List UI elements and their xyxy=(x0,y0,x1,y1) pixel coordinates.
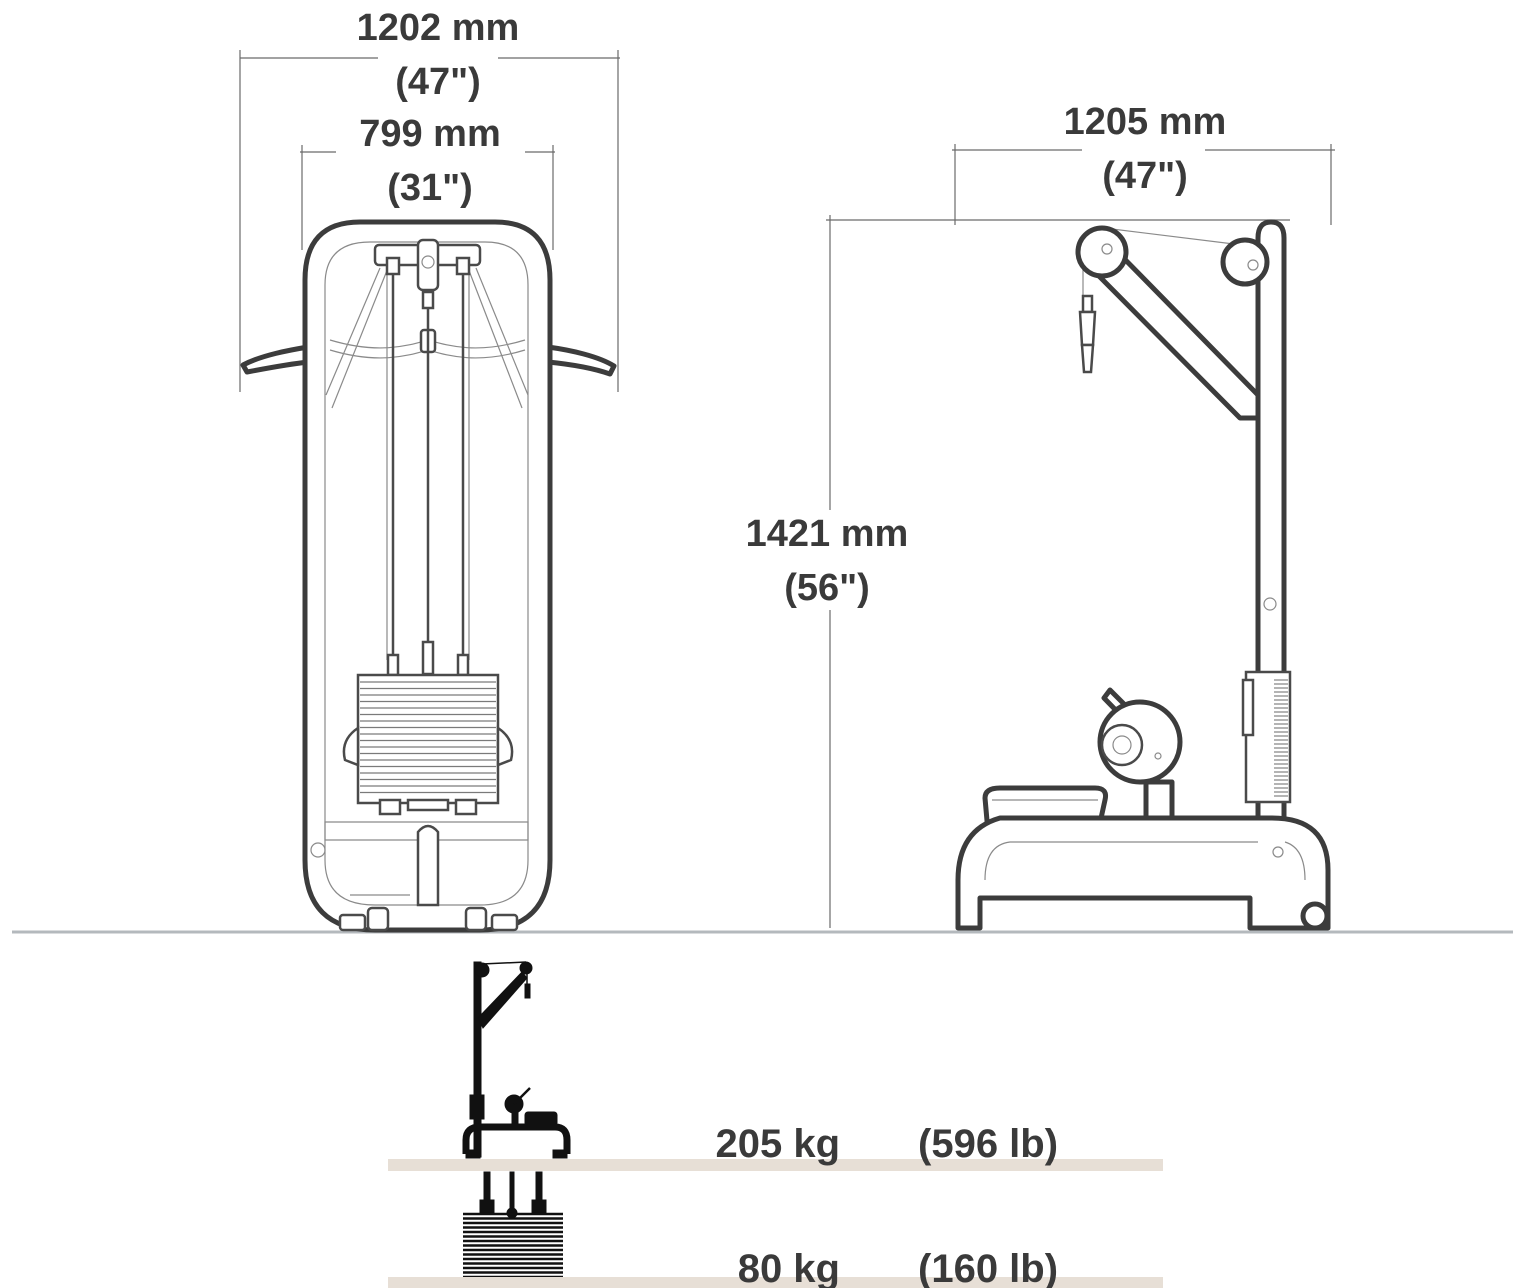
machine-weight-bar xyxy=(388,1159,1163,1171)
machine-weight-imperial: (596 lb) xyxy=(918,1122,1058,1166)
machine-weight-metric: 205 kg xyxy=(715,1122,840,1166)
depth-imperial-label: (47") xyxy=(1102,155,1188,197)
overall-width-metric-label: 1202 mm xyxy=(357,7,520,49)
side-view-machine xyxy=(955,219,1331,931)
depth-metric-label: 1205 mm xyxy=(1064,101,1227,143)
side-stack-lines xyxy=(1274,679,1288,797)
weight-stack-bar xyxy=(388,1277,1163,1288)
height-imperial-label: (56") xyxy=(784,567,870,609)
overall-width-imperial-label: (47") xyxy=(395,61,481,103)
height-dimension xyxy=(826,215,1290,928)
machine-silhouette-icon xyxy=(462,961,571,1159)
frame-width-dimension xyxy=(300,145,555,250)
overall-width-dimension xyxy=(239,50,620,392)
height-metric-label: 1421 mm xyxy=(746,513,909,555)
icon-stack-plates xyxy=(463,1212,563,1279)
weight-stack-icon xyxy=(463,1171,563,1279)
front-view-machine xyxy=(240,219,617,933)
front-stack-plates xyxy=(360,681,496,794)
weight-stack-imperial: (160 lb) xyxy=(918,1247,1058,1288)
frame-width-metric-label: 799 mm xyxy=(359,113,501,155)
weight-stack-metric: 80 kg xyxy=(738,1247,840,1288)
frame-width-imperial-label: (31") xyxy=(387,167,473,209)
depth-dimension xyxy=(952,144,1335,225)
